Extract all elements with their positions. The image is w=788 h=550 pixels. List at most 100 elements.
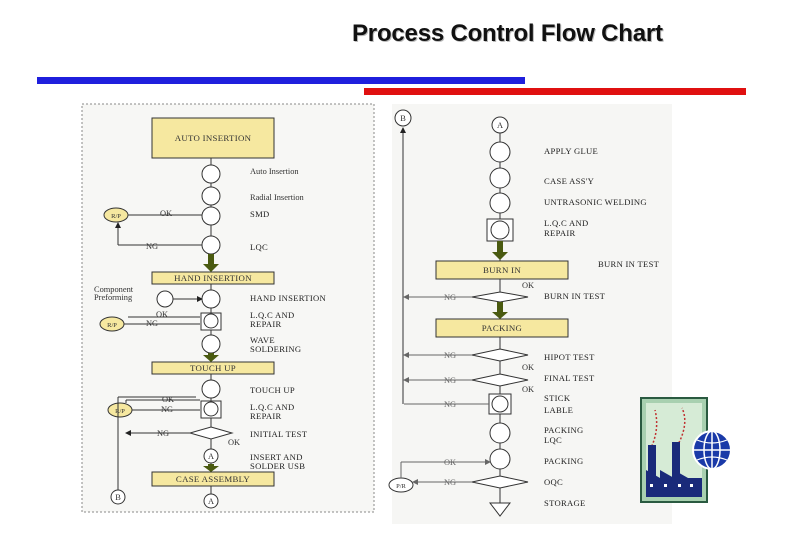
connector-a-right <box>491 116 509 134</box>
case-assy-label: CASE ASS'Y <box>544 176 594 186</box>
lqc-repair-right-2: REPAIR <box>544 228 576 238</box>
touch-up-box <box>151 361 275 375</box>
ok-r3: OK <box>522 385 534 394</box>
apply-glue-label: APPLY GLUE <box>544 146 598 156</box>
connector-a-1 <box>203 448 219 464</box>
wave-label-1: WAVE <box>250 335 275 345</box>
lqc-repair-label-1a: L.Q.C AND <box>250 310 294 320</box>
radial-insertion-step <box>201 186 221 206</box>
flow-arrow-3 <box>203 464 219 472</box>
packing-box-label: PACKING <box>482 323 523 333</box>
ok-r2: OK <box>522 363 534 372</box>
ok-r4: OK <box>444 458 456 467</box>
right-flow-panel: B A APPLY GLUE CASE ASS'Y UNTRASONIC WEL… <box>388 104 672 524</box>
lqc-label: LQC <box>250 242 268 252</box>
oqc-label: OQC <box>544 477 563 487</box>
final-test-decision <box>471 373 529 387</box>
ng-r3: NG <box>444 376 456 385</box>
rp-label-2: R/P <box>107 322 117 329</box>
connector-a-2-label: A <box>208 497 214 506</box>
burn-in-box <box>435 260 569 280</box>
lqc-step <box>201 235 221 255</box>
ultrasonic-step <box>489 192 511 214</box>
ok-label-3: OK <box>162 395 174 404</box>
connector-a-2 <box>203 493 219 509</box>
wave-label-2: SOLDERING <box>250 344 301 354</box>
radial-insertion-label: Radial Insertion <box>250 193 305 202</box>
ng-label-2: NG <box>146 319 158 328</box>
connector-b-left <box>110 489 126 505</box>
ok-r1: OK <box>522 281 534 290</box>
smd-step <box>201 206 221 226</box>
connector-a-right-label: A <box>497 121 503 130</box>
rp-label-1: R/P <box>111 213 121 220</box>
pr-label: P/R <box>396 483 406 490</box>
burn-in-box-label: BURN IN <box>483 265 521 275</box>
touch-up-step <box>201 379 221 399</box>
initial-test-label: INITIAL TEST <box>250 429 308 439</box>
ng-r5: NG <box>444 478 456 487</box>
connector-b-right-label: B <box>400 114 406 123</box>
insert-solder-label-1: INSERT AND <box>250 452 303 462</box>
hand-insertion-step <box>201 289 221 309</box>
left-flow-panel: AUTO INSERTION Auto Insertion Radial Ins… <box>81 103 375 513</box>
packing-box <box>435 318 569 338</box>
red-divider-bar <box>364 88 746 95</box>
rp-label-3: R/P <box>115 408 125 415</box>
storage-triangle <box>488 502 512 517</box>
auto-insertion-step-label: Auto Insertion <box>250 167 299 176</box>
ng-label-4: NG <box>157 429 169 438</box>
lqc-repair-right-1: L.Q.C AND <box>544 218 588 228</box>
ok-label-4: OK <box>228 438 240 447</box>
connector-b-right <box>394 109 412 127</box>
packing-step <box>489 448 511 470</box>
auto-insertion-box <box>151 117 275 159</box>
insert-solder-label-2: SOLDER USB <box>250 461 305 471</box>
flow-arrow-1 <box>203 254 219 272</box>
packing-label: PACKING <box>544 456 584 466</box>
flow-arrow-r2 <box>492 302 508 319</box>
initial-test-decision <box>188 426 234 440</box>
wave-soldering-step <box>201 334 221 354</box>
storage-label: STORAGE <box>544 498 586 508</box>
stick-label-1: STICK <box>544 393 571 403</box>
preforming-step <box>156 290 174 308</box>
case-assy-step <box>489 167 511 189</box>
packing-lqc-label-2: LQC <box>544 435 562 445</box>
ng-label-3: NG <box>161 405 173 414</box>
touch-up-box-label: TOUCH UP <box>190 363 236 373</box>
factory-globe-illustration <box>640 397 732 503</box>
lqc-repair-label-2a: L.Q.C AND <box>250 402 294 412</box>
case-assembly-box <box>151 471 275 487</box>
touch-up-label: TOUCH UP <box>250 385 295 395</box>
lqc-repair-label-1b: REPAIR <box>250 319 282 329</box>
ok-label-1: OK <box>160 209 172 218</box>
ng-r4: NG <box>444 400 456 409</box>
auto-insertion-label: AUTO INSERTION <box>175 133 252 143</box>
final-test-label: FINAL TEST <box>544 373 595 383</box>
component-preforming-label-2: Preforming <box>94 293 133 302</box>
connector-b-left-label: B <box>115 493 121 502</box>
ultrasonic-label: UNTRASONIC WELDING <box>544 197 647 207</box>
hand-insertion-box-label: HAND INSERTION <box>174 273 252 283</box>
ng-r2: NG <box>444 351 456 360</box>
packing-lqc-step <box>489 422 511 444</box>
stick-label-2: LABLE <box>544 405 573 415</box>
oqc-decision <box>471 475 529 489</box>
hipot-decision <box>471 348 529 362</box>
hand-insertion-box <box>151 271 275 285</box>
packing-lqc-label-1: PACKING <box>544 425 584 435</box>
hipot-label: HIPOT TEST <box>544 352 595 362</box>
burn-in-test-label-1: BURN IN TEST <box>598 259 660 269</box>
hand-insertion-label: HAND INSERTION <box>250 293 327 303</box>
flow-arrow-2 <box>203 353 219 362</box>
page-title: Process Control Flow Chart <box>352 20 663 47</box>
apply-glue-step <box>489 141 511 163</box>
ok-label-2: OK <box>156 310 168 319</box>
blue-divider-bar <box>37 77 525 84</box>
ng-label-1: NG <box>146 242 158 251</box>
auto-insertion-step <box>201 164 221 184</box>
component-preforming-label-1: Component <box>94 285 134 294</box>
case-assembly-label: CASE ASSEMBLY <box>176 474 250 484</box>
